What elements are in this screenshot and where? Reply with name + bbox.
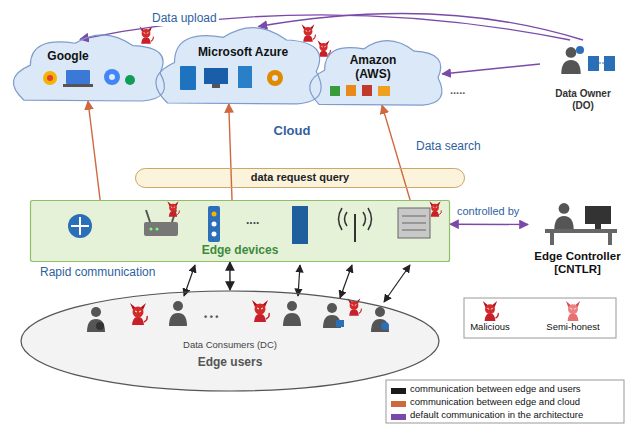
edge-label: Data search — [414, 140, 483, 154]
legend-swatch — [391, 401, 406, 407]
connector — [450, 223, 528, 225]
cloud-outline — [150, 22, 325, 112]
legend-text: default communication in the architectur… — [410, 410, 583, 421]
node-text: Amazon (AWS) — [340, 54, 406, 82]
cloud-provider: Microsoft Azure — [150, 22, 325, 112]
connector — [88, 101, 100, 200]
edge-controller: Edge Controller [CNTLR] — [528, 196, 627, 291]
connector — [259, 14, 584, 40]
legend-text: Semi-honest — [542, 322, 604, 333]
data-owner: Data Owner (DO) — [540, 40, 626, 120]
legend-text: Malicious — [465, 322, 515, 333]
connector — [229, 104, 232, 200]
node-text: Data Owner (DO) — [548, 88, 618, 111]
edge-label: controlled by — [455, 205, 521, 218]
ellipsis-label: ..... — [450, 84, 465, 97]
node-text: data request query — [135, 171, 465, 184]
query-band: data request query — [135, 168, 465, 188]
cloud-outline — [8, 30, 168, 108]
connector — [442, 64, 540, 74]
cloud-region: Cloud Google Microsoft AzureAmazon (AWS) — [0, 20, 470, 142]
connector — [382, 105, 410, 200]
edge-label: Rapid communication — [38, 266, 157, 280]
edge-label: Data upload — [150, 12, 219, 26]
legend-text: communication between edge and cloud — [410, 397, 580, 408]
cloud-provider: Amazon (AWS) — [305, 36, 445, 112]
node-text: Google — [38, 50, 98, 64]
cloud-provider: Google — [8, 30, 168, 108]
legend-text: communication between edge and users — [410, 384, 581, 395]
users-ellipse: Data Consumers (DC) Edge users — [20, 290, 440, 392]
node-text: Edge devices — [30, 244, 450, 258]
node-text: Microsoft Azure — [188, 46, 298, 60]
legend-swatch — [391, 414, 406, 420]
ellipsis-label: • • • — [204, 312, 218, 322]
edge-band: Edge devices — [30, 200, 450, 262]
node-text: Data Consumers (DC) — [180, 340, 280, 351]
node-text: Edge users — [180, 356, 280, 370]
node-text: Edge Controller [CNTLR] — [528, 250, 627, 276]
connector — [229, 262, 230, 290]
node-text: Cloud — [262, 124, 322, 139]
legend-swatch — [391, 388, 406, 394]
ellipsis-label: .... — [246, 214, 259, 228]
